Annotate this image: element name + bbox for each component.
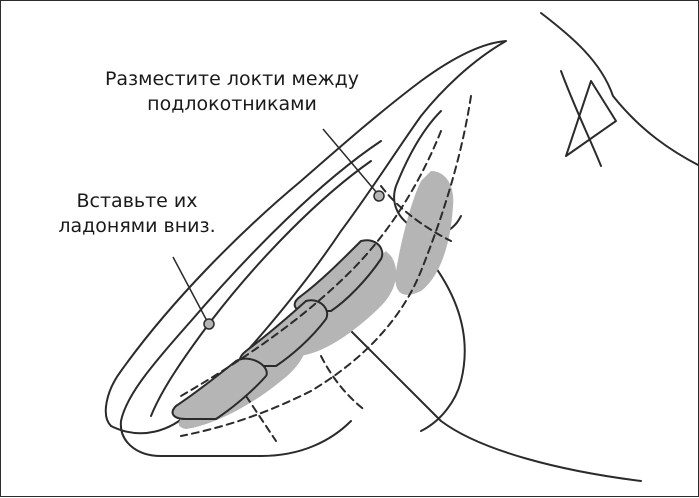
- callout-palms-line1: Вставьте их: [41, 189, 233, 214]
- callout-palms: Вставьте их ладонями вниз.: [41, 189, 233, 239]
- seat-side-contour: [421, 261, 465, 431]
- callout-palms-line2: ладонями вниз.: [41, 214, 233, 239]
- callout-elbows-line1: Разместите локти между: [87, 67, 377, 92]
- armrest-pad-middle: [240, 300, 327, 366]
- armrest-pad-bottom: [173, 359, 267, 419]
- hidden-arm-line-5: [246, 396, 276, 441]
- leader-dot-elbows: [374, 191, 384, 201]
- callout-elbows: Разместите локти между подлокотниками: [87, 67, 377, 117]
- leader-dot-palms: [204, 319, 214, 329]
- hidden-arm-line-4: [321, 356, 366, 411]
- leader-line-palms: [173, 257, 207, 321]
- arm-shading-upper: [395, 171, 453, 295]
- callout-elbows-line2: подлокотниками: [87, 92, 377, 117]
- person-shoulder: [541, 13, 699, 166]
- seat-lower-contour: [351, 331, 641, 481]
